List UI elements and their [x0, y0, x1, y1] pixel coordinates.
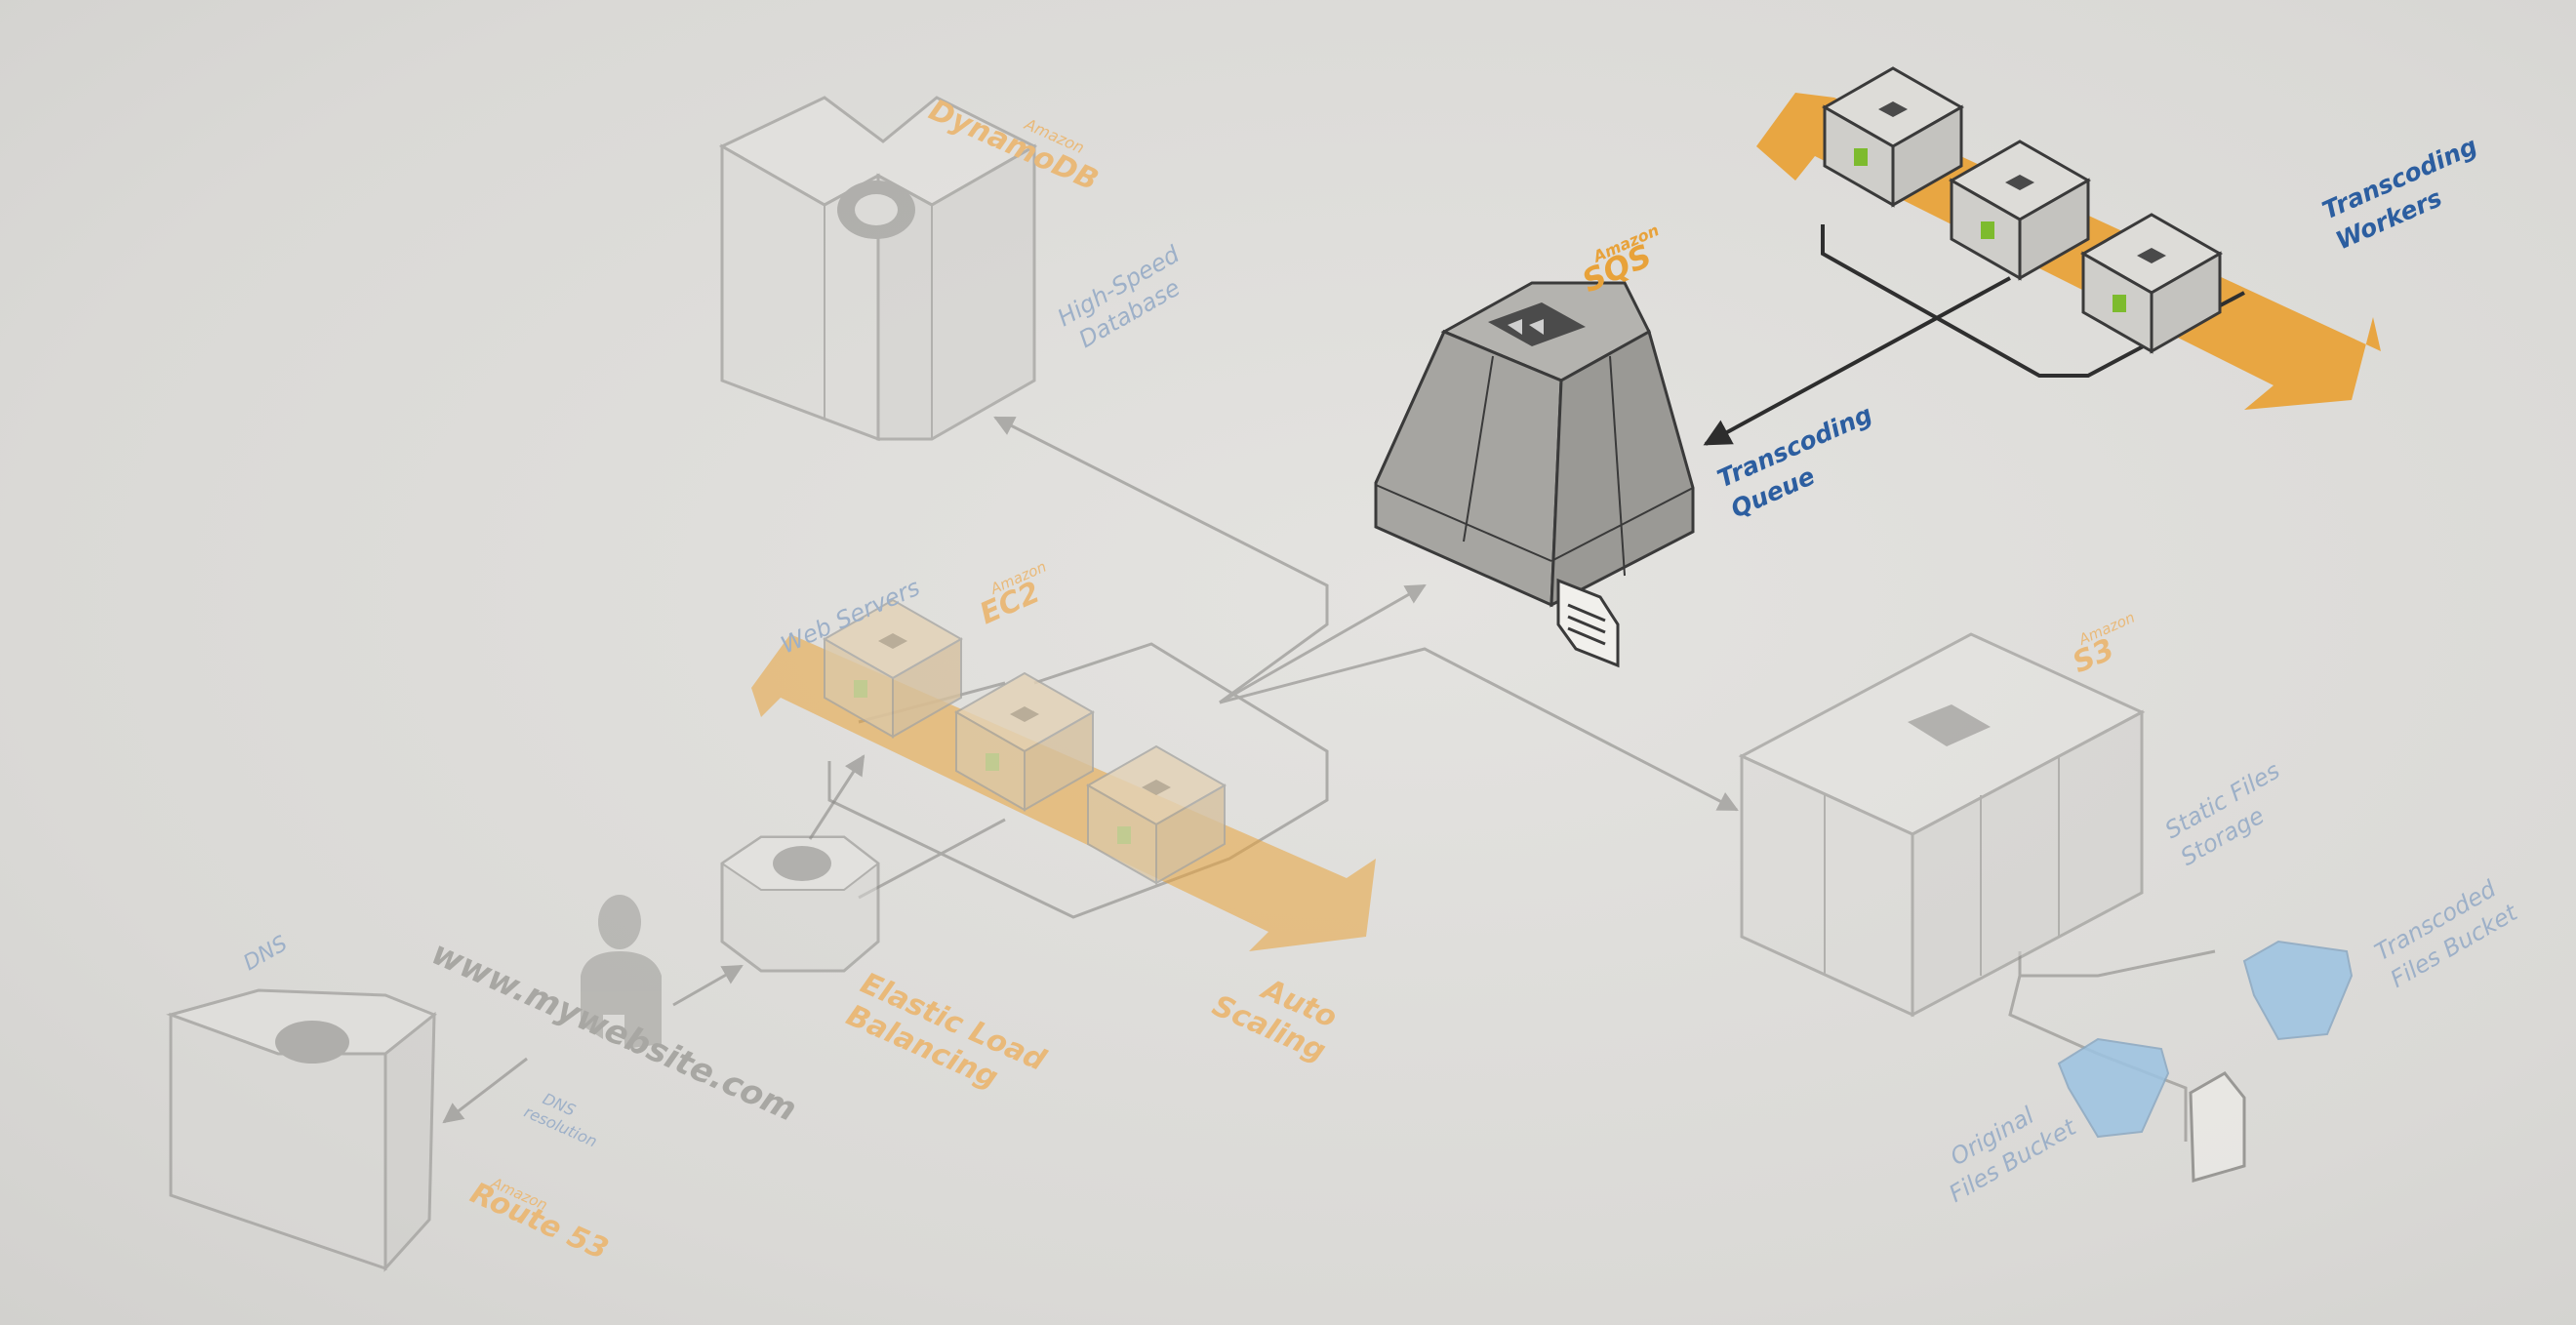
dns-resolution-label: DNS resolution: [521, 1089, 600, 1150]
file-icon: [2189, 1071, 2246, 1183]
worker-connection-line: [1821, 224, 2245, 378]
dynamodb-icon: [718, 96, 1038, 442]
auto-scaling-label: Auto Scaling: [1207, 972, 1342, 1068]
workers-to-queue-arrow: [1703, 276, 2011, 446]
transcoded-bucket-icon: [2242, 940, 2354, 1041]
document-icon: [1556, 578, 1620, 668]
svg-text:EC2: EC2: [975, 576, 1045, 632]
s3-label: Amazon S3: [2068, 609, 2138, 681]
static-files-storage-label: Static Files Storage: [2160, 757, 2284, 871]
route53-label: Amazon Route 53: [465, 1174, 614, 1267]
dns-label: DNS: [240, 932, 293, 976]
high-speed-database-label: High-Speed Database: [1053, 240, 1185, 353]
route53-icon: [166, 988, 437, 1272]
s3-icon: [1738, 632, 2146, 1018]
svg-text:Route 53: Route 53: [465, 1176, 614, 1266]
original-bucket-icon: [2057, 1037, 2170, 1139]
transcoding-queue-label: Transcoding Queue: [1713, 400, 1877, 524]
elastic-load-balancing-label: Elastic Load Balancing: [841, 966, 1051, 1095]
user-icon: [581, 895, 662, 1049]
svg-text:DNS: DNS: [240, 932, 293, 976]
ec2-label: Amazon EC2: [975, 558, 1049, 632]
transcoded-bucket-label: Transcoded Files Bucket: [2370, 874, 2523, 992]
sqs-queue-icon: [1374, 281, 1695, 608]
original-bucket-label: Original Files Bucket: [1945, 1102, 2082, 1208]
svg-text:S3: S3: [2068, 632, 2119, 680]
load-balancer-icon: [720, 835, 880, 973]
transcoding-workers-label: Transcoding Workers: [2318, 132, 2482, 256]
